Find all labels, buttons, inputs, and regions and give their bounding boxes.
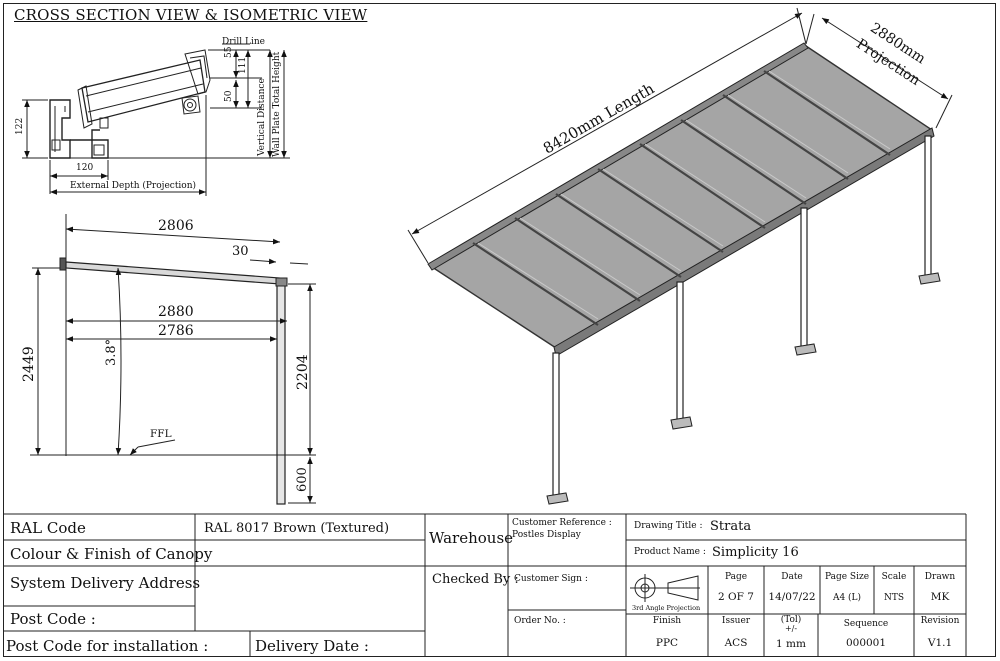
tolerance-label: (Tol) [780,615,802,625]
dim-111: 111 [238,56,248,74]
finish-label: Finish [652,616,682,626]
angle-label: 3.8° [104,338,119,366]
dim-2204: 2204 [295,354,311,390]
customer-reference-value: Postles Display [512,530,581,540]
delivery-address-label: System Delivery Address [10,574,201,592]
issuer-value: ACS [724,637,748,649]
product-name-value: Simplicity 16 [712,545,799,560]
sequence-value: 000001 [845,637,887,649]
ffl-label: FFL [150,428,172,440]
third-angle-projection-label: 3rd Angle Projection [632,604,701,612]
post-code-label: Post Code : [10,610,96,628]
dim-30: 30 [232,244,249,259]
page-size-value: A4 (L) [832,593,862,603]
drawn-label: Drawn [924,572,956,582]
drawing-title-value: Strata [710,519,752,534]
drawing-frame [3,3,996,657]
post-code-install-label: Post Code for installation : [6,637,209,655]
order-no-label: Order No. : [514,616,566,626]
drawing-title-label: Drawing Title : [634,521,703,531]
ral-code-value: RAL 8017 Brown (Textured) [204,521,390,536]
isometric-view [407,7,953,505]
title-block-grid [4,513,967,657]
date-value: 14/07/22 [768,591,816,603]
tolerance-value: 1 mm [776,638,806,650]
dim-2449: 2449 [21,346,37,382]
customer-sign-label: Customer Sign : [514,574,588,584]
cross-section-detail [22,43,290,196]
checked-by-label: Checked By : [432,572,519,587]
page-size-label: Page Size [824,572,870,582]
external-depth-label: External Depth (Projection) [70,181,197,191]
finish-value: PPC [655,637,679,649]
drill-line-label: Drill Line [222,37,265,47]
drawn-value: MK [930,591,950,603]
drawing-heading: CROSS SECTION VIEW & ISOMETRIC VIEW [14,6,368,24]
scale-label: Scale [881,572,907,582]
date-label: Date [781,572,803,582]
page-value: 2 OF 7 [718,591,754,603]
page-label: Page [724,572,748,582]
revision-label: Revision [920,616,960,626]
colour-finish-label: Colour & Finish of Canopy [10,545,213,563]
scale-value: NTS [883,593,905,603]
sequence-label: Sequence [843,619,889,629]
wall-plate-height-label: Wall Plate Total Height [272,51,282,157]
ral-code-label: RAL Code [10,519,86,537]
side-elevation [30,214,316,505]
customer-reference-label: Customer Reference : [512,518,612,528]
issuer-label: Issuer [721,616,751,626]
dim-50: 50 [224,90,234,102]
dim-600: 600 [295,467,310,492]
dim-122: 122 [15,117,25,135]
dim-55: 55 [224,46,234,58]
product-name-label: Product Name : [634,547,706,557]
dim-120: 120 [76,163,94,173]
revision-value: V1.1 [927,637,953,649]
dim-2786: 2786 [158,323,194,339]
tolerance-sign: +/- [784,624,798,633]
warehouse-label: Warehouse [429,529,514,547]
dim-2806: 2806 [158,218,194,234]
dim-2880: 2880 [158,304,194,320]
delivery-date-label: Delivery Date : [255,637,369,655]
vertical-distance-label: Vertical Distance [257,78,267,156]
